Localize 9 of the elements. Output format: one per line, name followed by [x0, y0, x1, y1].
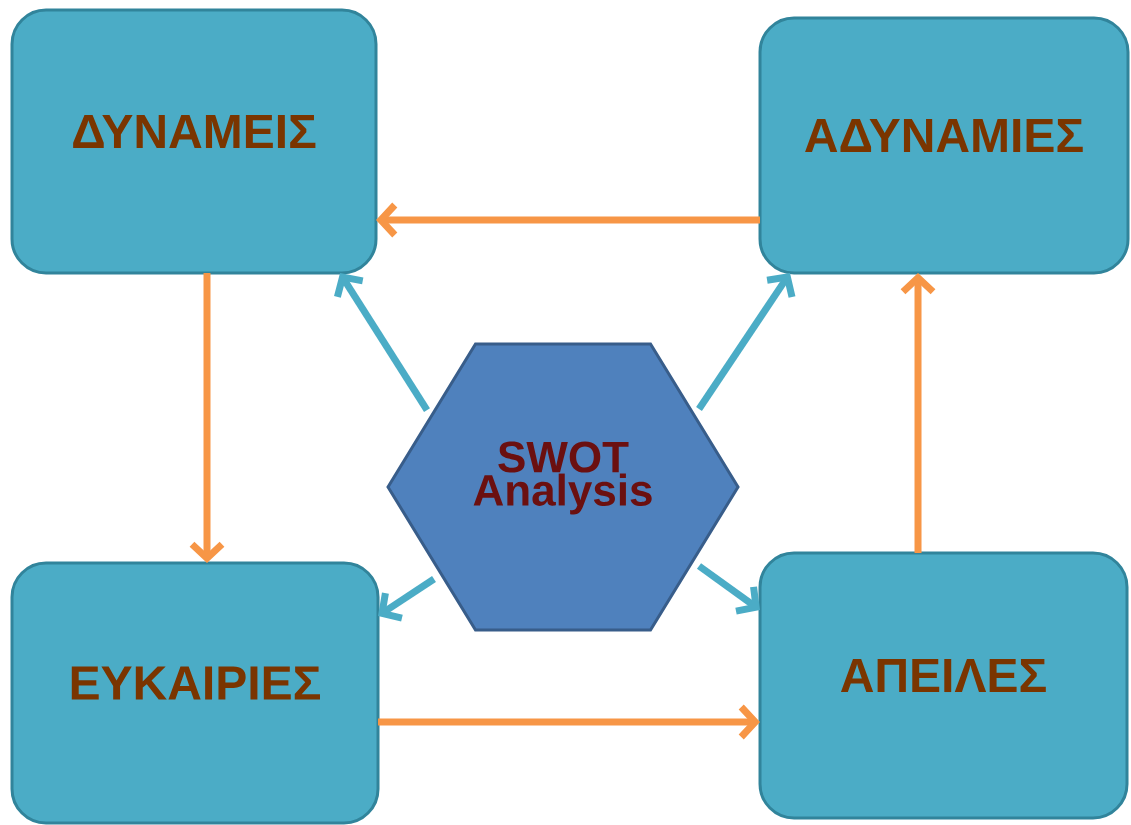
- process-box: ΕΥΚΑΙΡΙΕΣ: [10, 561, 380, 825]
- process-box: ΑΔΥΝΑΜΙΕΣ: [758, 16, 1130, 275]
- arrow: [696, 273, 796, 411]
- hexagon: [386, 342, 740, 632]
- hexagon-label: SWOT Analysis: [473, 441, 652, 515]
- arrow: [696, 563, 760, 615]
- arrow: [334, 273, 430, 412]
- process-box: ΔΥΝΑΜΕΙΣ: [10, 8, 378, 275]
- process-box: ΑΠΕΙΛΕΣ: [758, 551, 1129, 820]
